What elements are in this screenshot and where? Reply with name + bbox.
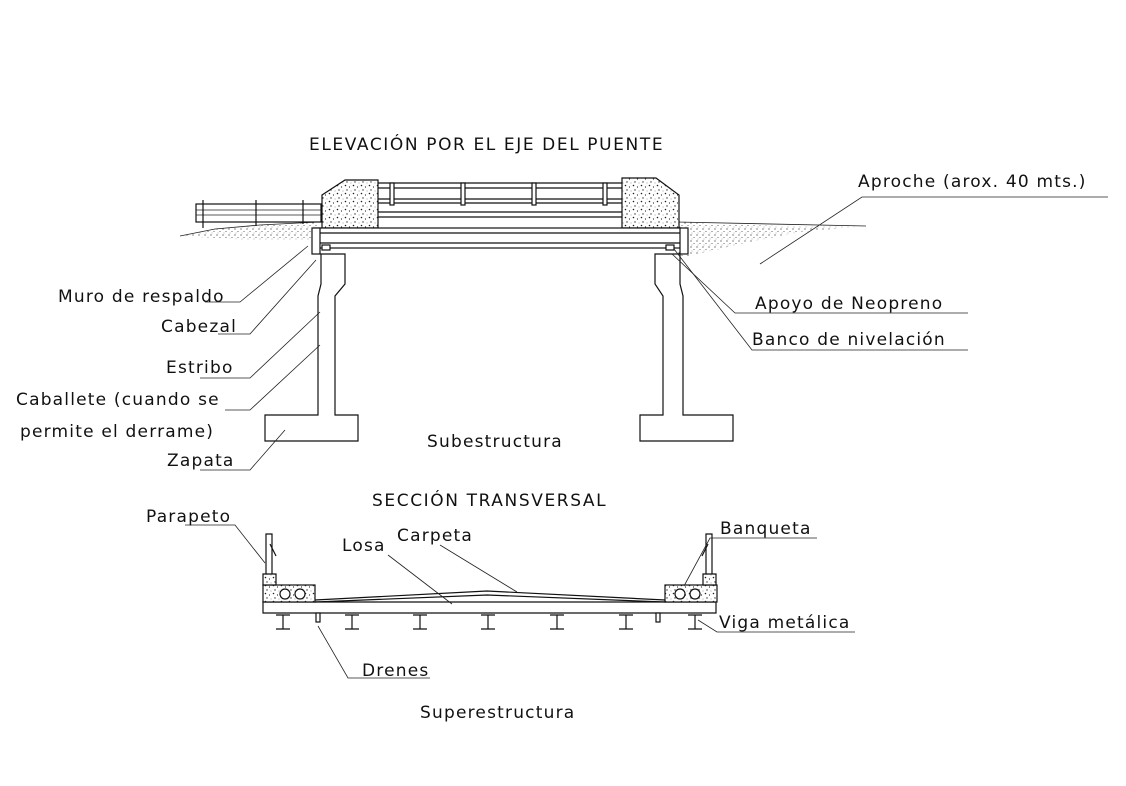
label-apoyo-neopreno: Apoyo de Neopreno (755, 294, 943, 314)
elevation-title: ELEVACIÓN POR EL EJE DEL PUENTE (309, 133, 664, 155)
right-parapet-block (621, 177, 680, 229)
label-muro-respaldo: Muro de respaldo (58, 287, 225, 307)
label-viga-metalica: Viga metálica (719, 613, 851, 633)
label-banqueta: Banqueta (720, 519, 812, 539)
label-estribo: Estribo (166, 358, 234, 378)
label-caballete-line2: permite el derrame) (20, 422, 214, 442)
ground-left (179, 221, 319, 240)
approach-guardrail (195, 200, 322, 228)
label-losa: Losa (342, 536, 386, 556)
label-subestructura: Subestructura (427, 432, 563, 452)
left-parapet-block (321, 179, 379, 229)
left-abutment (264, 227, 359, 442)
section-leaders (185, 524, 855, 679)
label-zapata: Zapata (167, 451, 235, 471)
label-caballete-line1: Caballete (cuando se (16, 390, 220, 410)
section-title: SECCIÓN TRANSVERSAL (372, 489, 607, 511)
elevation-leaders (200, 196, 1108, 471)
deck-elevation (315, 227, 682, 251)
label-aproche: Aproche (arox. 40 mts.) (858, 172, 1087, 192)
label-cabezal: Cabezal (161, 317, 237, 337)
label-parapeto: Parapeto (146, 507, 231, 527)
cross-section (262, 533, 718, 630)
deck-railing (378, 182, 622, 218)
right-abutment (639, 227, 734, 442)
label-drenes: Drenes (362, 661, 429, 681)
label-banco-nivelacion: Banco de nivelación (752, 330, 946, 350)
ground-right (676, 221, 867, 256)
label-carpeta: Carpeta (397, 526, 473, 546)
label-superestructura: Superestructura (420, 703, 575, 723)
